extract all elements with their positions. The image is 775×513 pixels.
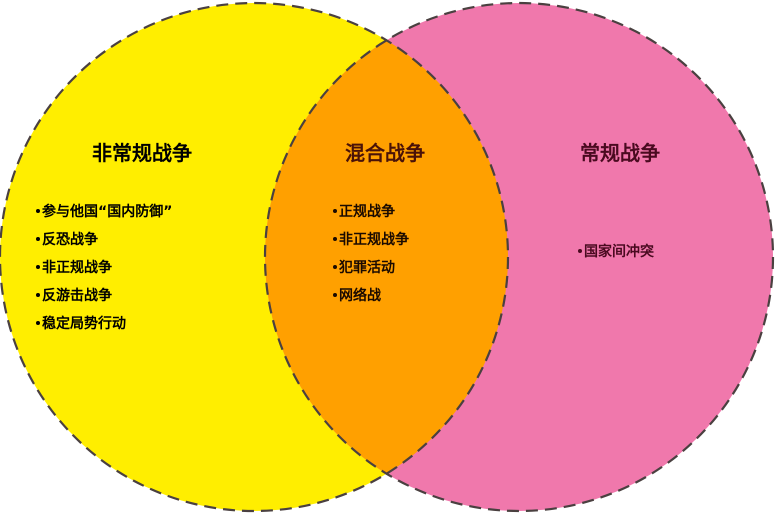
bullet-icon xyxy=(36,237,40,241)
list-item: 参与他国“国内防御” xyxy=(36,198,172,226)
list-item: 犯罪活动 xyxy=(333,254,409,282)
list-item: 国家间冲突 xyxy=(578,238,654,266)
list-item: 非正规战争 xyxy=(36,254,172,282)
list-item: 非正规战争 xyxy=(333,226,409,254)
bullet-icon xyxy=(333,237,337,241)
right-circle-outline xyxy=(263,1,775,513)
bullet-icon xyxy=(333,265,337,269)
overlap-region xyxy=(265,3,508,511)
bullet-icon xyxy=(36,265,40,269)
right-set-list: 国家间冲突 xyxy=(578,238,654,266)
list-item-label: 反恐战争 xyxy=(42,232,98,248)
right-set-title: 常规战争 xyxy=(580,141,660,165)
bullet-icon xyxy=(578,249,582,253)
list-item: 反游击战争 xyxy=(36,282,172,310)
overlap-title: 混合战争 xyxy=(345,141,425,165)
bullet-icon xyxy=(36,209,40,213)
list-item: 网络战 xyxy=(333,282,409,310)
left-circle-outline xyxy=(0,1,510,513)
list-item-label: 网络战 xyxy=(339,288,381,304)
list-item-label: 非正规战争 xyxy=(42,260,112,276)
bullet-icon xyxy=(36,321,40,325)
list-item-label: 正规战争 xyxy=(339,204,395,220)
bullet-icon xyxy=(333,209,337,213)
list-item-label: 反游击战争 xyxy=(42,288,112,304)
bullet-icon xyxy=(333,293,337,297)
list-item: 反恐战争 xyxy=(36,226,172,254)
list-item-label: 非正规战争 xyxy=(339,232,409,248)
left-set-list: 参与他国“国内防御” 反恐战争 非正规战争 反游击战争 稳定局势行动 xyxy=(36,198,172,338)
list-item-label: 参与他国“国内防御” xyxy=(42,204,173,220)
list-item-label: 稳定局势行动 xyxy=(42,316,126,332)
overlap-list: 正规战争 非正规战争 犯罪活动 网络战 xyxy=(333,198,409,310)
bullet-icon xyxy=(36,293,40,297)
left-set-title: 非常规战争 xyxy=(92,141,192,165)
list-item-label: 犯罪活动 xyxy=(339,260,395,276)
list-item: 稳定局势行动 xyxy=(36,310,172,338)
list-item: 正规战争 xyxy=(333,198,409,226)
list-item-label: 国家间冲突 xyxy=(584,244,654,260)
